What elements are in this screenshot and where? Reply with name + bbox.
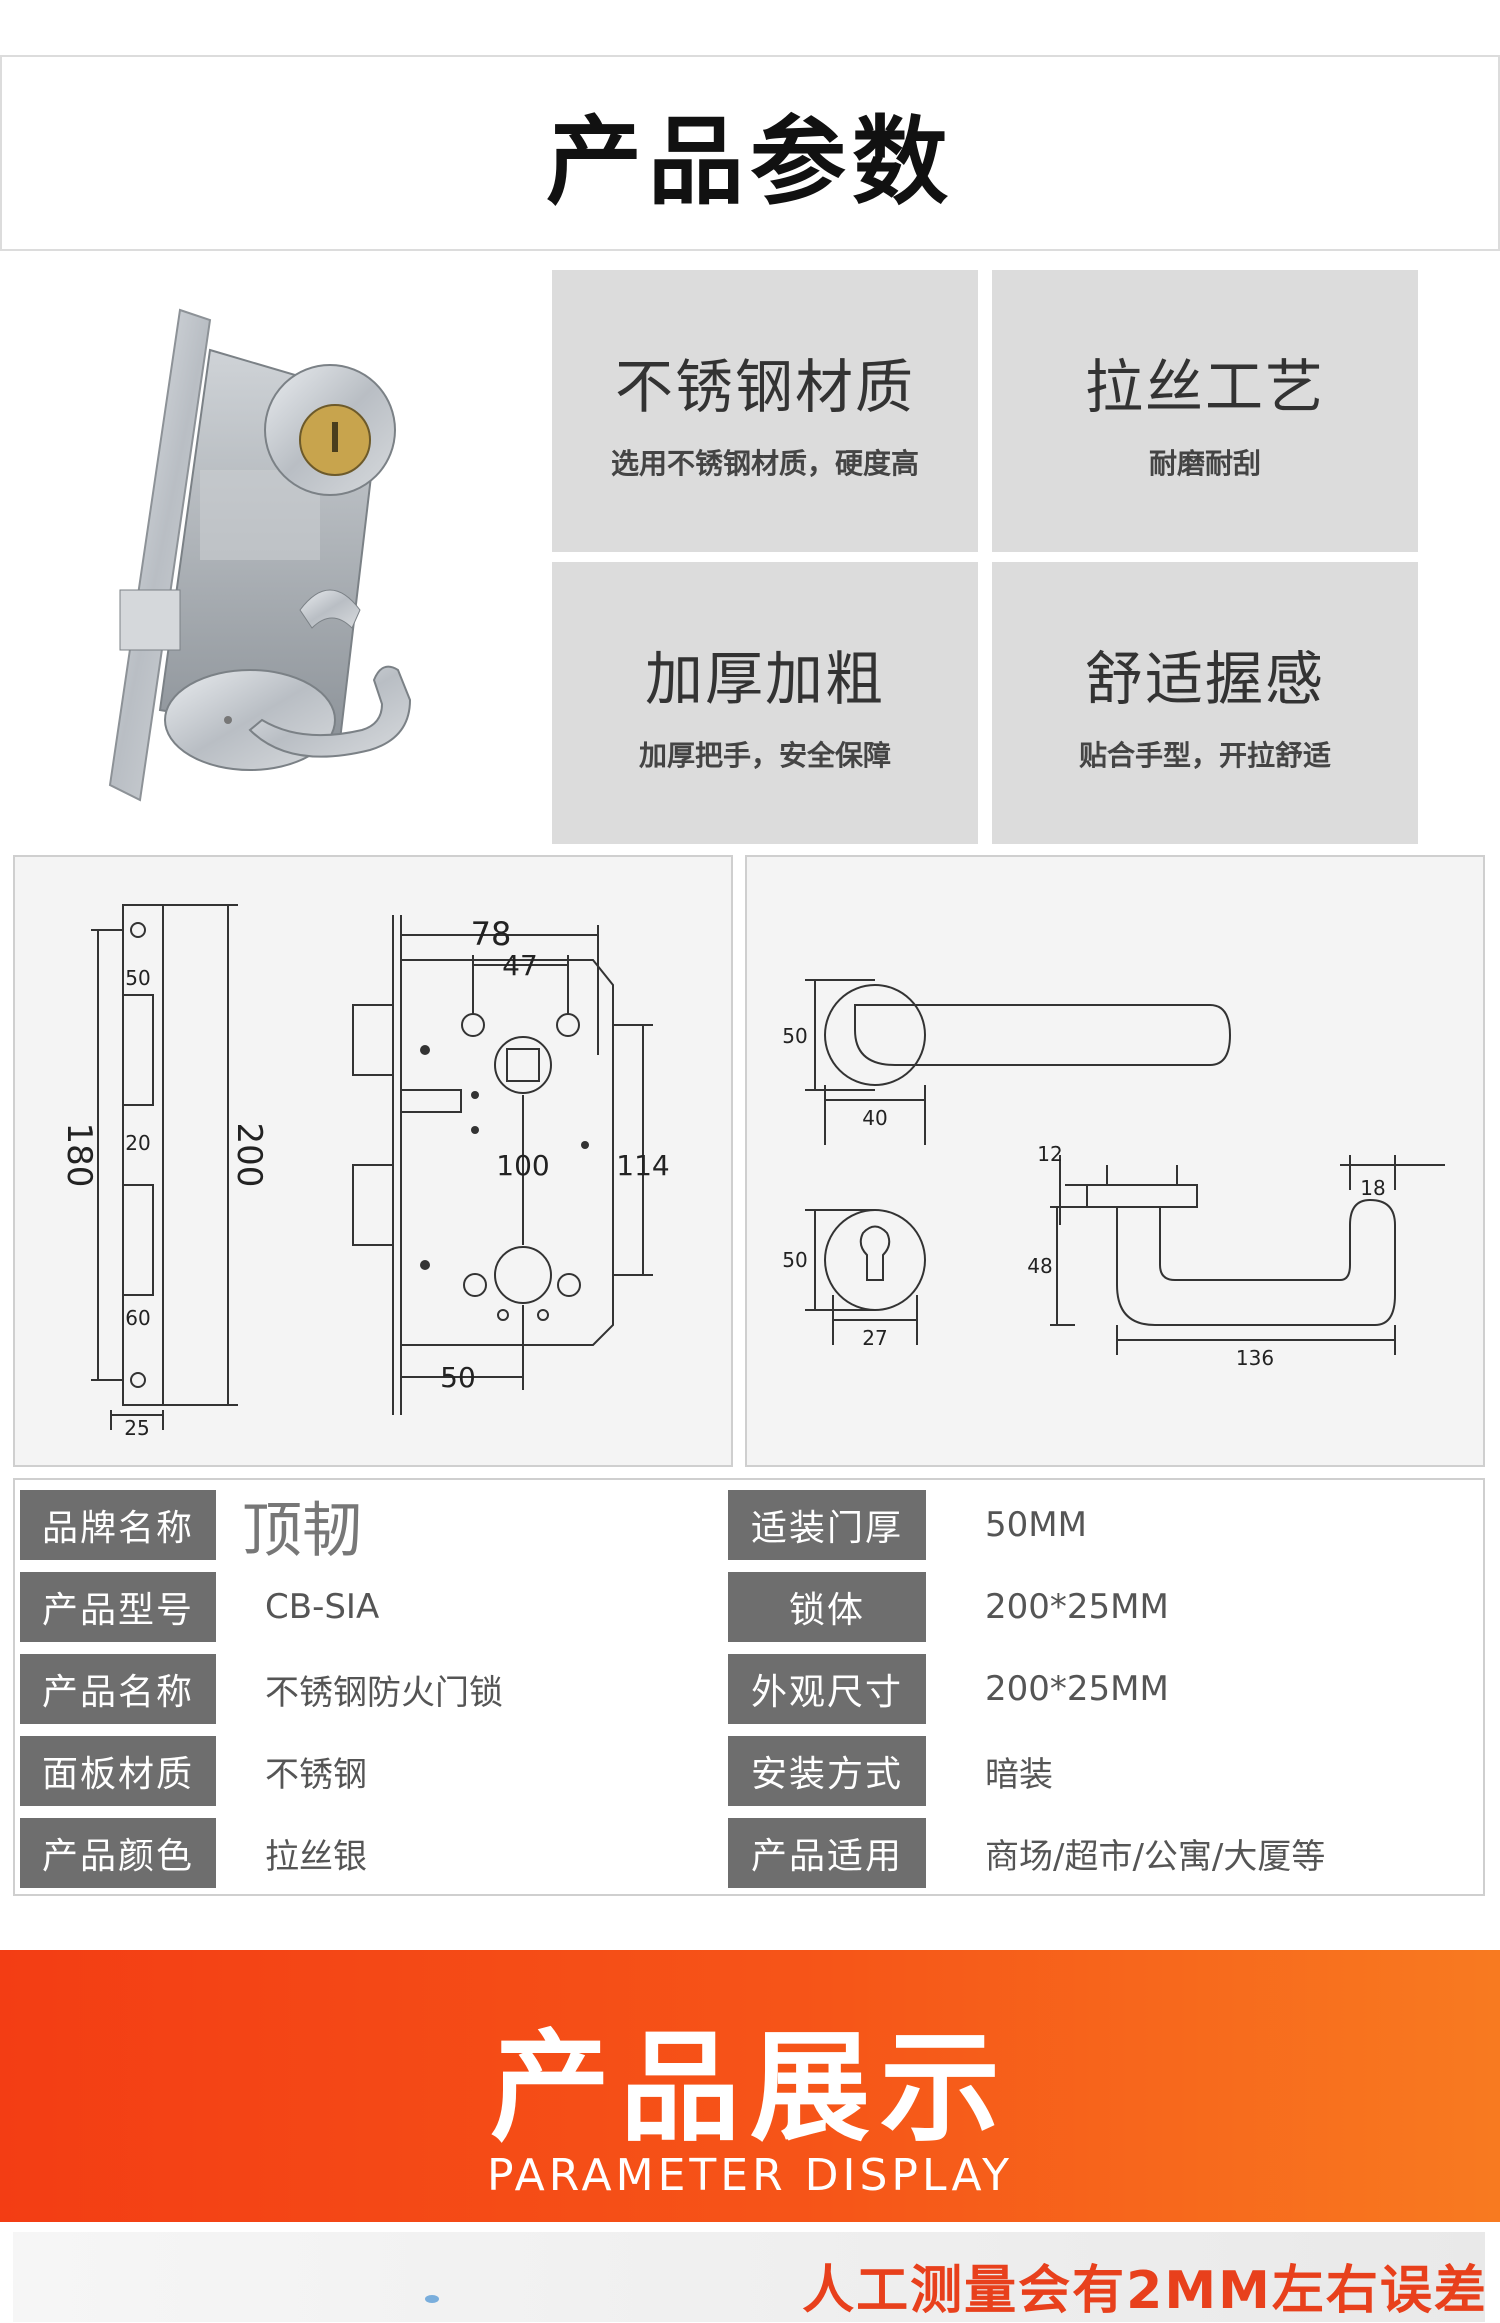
page-title: 产品参数 xyxy=(546,105,954,218)
feature-title: 不锈钢材质 xyxy=(614,353,915,421)
handle-dimension-drawing: 50 40 50 27 12 18 48 136 xyxy=(782,979,1445,1370)
dim-rose-width: 40 xyxy=(862,1106,887,1130)
display-banner xyxy=(0,1950,1500,2222)
product-lock-image xyxy=(108,308,412,802)
feature-tile-thick: 加厚加粗 加厚把手，安全保障 xyxy=(552,562,978,844)
feature-tile-grip: 舒适握感 贴合手型，开拉舒适 xyxy=(992,562,1418,844)
dim-114: 114 xyxy=(616,1149,669,1182)
spec-label-size: 外观尺寸 xyxy=(728,1654,926,1724)
banner-title: 产品展示 xyxy=(490,2019,1010,2158)
handle-diagram-panel xyxy=(745,855,1485,1467)
header-panel xyxy=(0,55,1500,251)
feature-desc: 选用不锈钢材质，硬度高 xyxy=(610,447,919,480)
spec-label-brand: 品牌名称 xyxy=(20,1490,216,1560)
dim-60: 60 xyxy=(125,1306,150,1330)
spec-value-material: 不锈钢 xyxy=(265,1754,367,1795)
spec-value-size: 200*25MM xyxy=(985,1669,1169,1709)
spec-label-model: 产品型号 xyxy=(20,1572,216,1642)
feature-title: 舒适握感 xyxy=(1084,645,1325,713)
spec-value-model: CB-SIA xyxy=(265,1587,380,1627)
feature-title: 加厚加粗 xyxy=(644,645,885,713)
lock-body-dimension-drawing: 180 200 50 20 60 25 78 47 100 114 50 xyxy=(59,904,670,1440)
spec-label-door-thickness: 适装门厚 xyxy=(728,1490,926,1560)
dim-escutcheon-width: 27 xyxy=(862,1326,887,1350)
dim-lever-18: 18 xyxy=(1360,1176,1385,1200)
dim-47: 47 xyxy=(502,949,538,982)
feature-tile-material: 不锈钢材质 选用不锈钢材质，硬度高 xyxy=(552,270,978,552)
decorative-dot xyxy=(425,2295,439,2303)
banner-subtitle: PARAMETER DISPLAY xyxy=(486,2150,1014,2201)
spec-value-color: 拉丝银 xyxy=(265,1836,367,1877)
feature-desc: 贴合手型，开拉舒适 xyxy=(1078,739,1331,772)
dim-180: 180 xyxy=(59,1123,99,1188)
dim-200: 200 xyxy=(229,1123,269,1188)
dim-20: 20 xyxy=(125,1131,150,1155)
spec-label-color: 产品颜色 xyxy=(20,1818,216,1888)
measurement-note-strip xyxy=(13,2232,1485,2322)
spec-value-install: 暗装 xyxy=(985,1754,1053,1795)
dim-lever-12: 12 xyxy=(1037,1142,1062,1166)
dim-25: 25 xyxy=(124,1416,149,1440)
spec-label-install: 安装方式 xyxy=(728,1736,926,1806)
dim-escutcheon-height: 50 xyxy=(782,1248,807,1272)
dim-rose-height: 50 xyxy=(782,1024,807,1048)
dim-lever-136: 136 xyxy=(1236,1346,1274,1370)
spec-label-material: 面板材质 xyxy=(20,1736,216,1806)
dim-78: 78 xyxy=(471,915,512,953)
feature-tile-brushed: 拉丝工艺 耐磨耐刮 xyxy=(992,270,1418,552)
spec-label-name: 产品名称 xyxy=(20,1654,216,1724)
feature-title: 拉丝工艺 xyxy=(1084,353,1325,421)
spec-value-name: 不锈钢防火门锁 xyxy=(265,1672,503,1713)
dim-50-top: 50 xyxy=(125,966,150,990)
spec-label-applicable: 产品适用 xyxy=(728,1818,926,1888)
dim-50-bottom: 50 xyxy=(440,1361,476,1394)
spec-value-lock-body: 200*25MM xyxy=(985,1587,1169,1627)
spec-value-applicable: 商场/超市/公寓/大厦等 xyxy=(985,1836,1326,1877)
dim-100: 100 xyxy=(496,1149,549,1182)
feature-desc: 耐磨耐刮 xyxy=(1148,447,1261,480)
spec-label-lock-body: 锁体 xyxy=(728,1572,926,1642)
measurement-note: 人工测量会有2MM左右误差 xyxy=(802,2261,1488,2321)
feature-desc: 加厚把手，安全保障 xyxy=(638,739,891,772)
dim-lever-48: 48 xyxy=(1027,1254,1052,1278)
spec-value-door-thickness: 50MM xyxy=(985,1505,1087,1545)
spec-value-brand: 顶韧 xyxy=(242,1495,362,1566)
